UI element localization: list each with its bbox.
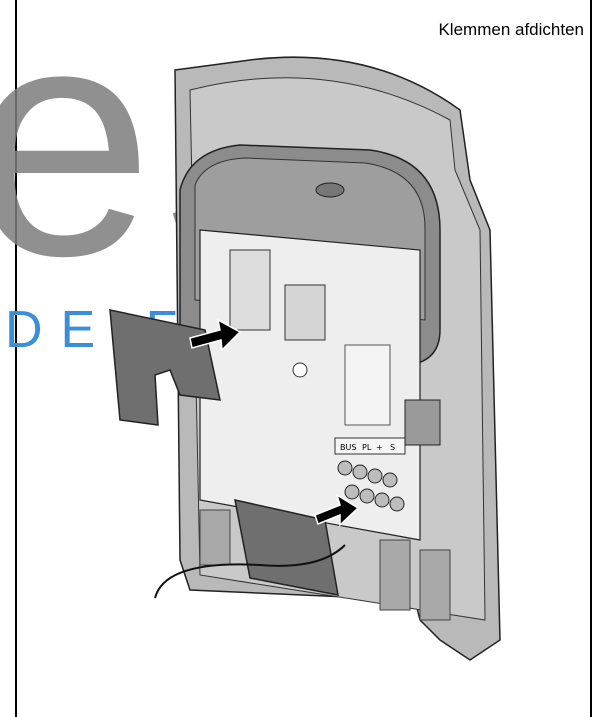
screw-hole [292,362,308,378]
cable [154,544,346,599]
terminal-screws [337,460,405,512]
terminal-label-strip [334,437,406,455]
figure-frame [15,0,592,717]
housing-slot [315,182,345,198]
arrow-right-icon [189,318,242,352]
lower-seal-cap [234,499,339,596]
label-plate [344,344,391,426]
terminal-label-plus: + [376,443,383,452]
side-clip [404,399,441,446]
figure-caption: Klemmen afdichten [438,20,584,39]
terminal-label-bus: BUS [340,443,356,452]
terminal-label-pl: PL [362,443,372,452]
terminal-label-s: S [390,443,395,452]
connector-block [229,249,271,331]
relay-block [284,284,326,341]
arrow-right-icon [314,493,360,527]
